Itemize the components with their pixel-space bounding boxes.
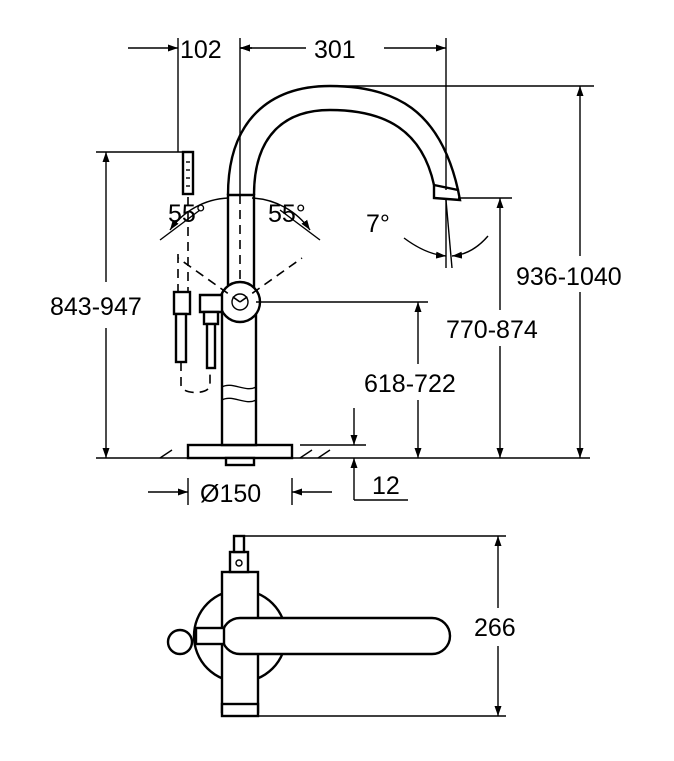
angle-left-arc xyxy=(169,197,229,231)
angle-left-label: 55° xyxy=(168,200,206,228)
diverter-body xyxy=(198,293,224,314)
spout-angle-arc-right xyxy=(451,235,489,259)
dim-150-label: Ø150 xyxy=(200,480,261,508)
handshower-hose xyxy=(180,362,211,394)
plan-spout xyxy=(220,616,452,656)
dim-618-label: 618-722 xyxy=(364,370,456,398)
lever-hub-inner xyxy=(231,293,249,311)
lever-position-right xyxy=(239,257,303,303)
column-break-bottom xyxy=(221,397,257,403)
dim-936-label: 936-1040 xyxy=(516,263,622,291)
dim-102-label: 102 xyxy=(180,36,222,64)
base-plate xyxy=(186,443,294,460)
spout-angle-line xyxy=(445,199,453,269)
plan-connector xyxy=(228,550,250,574)
angle-right-label: 55° xyxy=(268,200,306,228)
handshower-holder xyxy=(172,290,192,316)
dim-843-label: 843-947 xyxy=(50,293,142,321)
spout-angle-arc-left xyxy=(403,237,447,259)
plan-bottom-cap xyxy=(220,702,260,718)
column-break-top xyxy=(221,384,257,390)
base-fixing xyxy=(224,456,256,467)
spout-angle-label: 7° xyxy=(366,210,390,238)
handshower-top xyxy=(181,150,195,196)
spout-outlet xyxy=(432,183,462,202)
plan-diverter xyxy=(194,626,226,646)
spout-outer-curve xyxy=(226,84,460,196)
angle-right-arc xyxy=(251,197,311,231)
dim-266-label: 266 xyxy=(474,614,516,642)
handshower-handle xyxy=(174,312,188,364)
plan-connector-tip xyxy=(232,534,246,554)
floor-hatch xyxy=(159,449,331,459)
plan-view: 266 xyxy=(166,534,516,718)
side-elevation: 102 301 55° 55° 7° 843-947 618-722 770-8… xyxy=(50,36,622,508)
dim-301-label: 301 xyxy=(314,36,356,64)
plan-handshower xyxy=(166,628,194,656)
dim-12-label: 12 xyxy=(372,472,400,500)
diverter-stem xyxy=(205,322,217,370)
spout-inner-curve xyxy=(252,108,436,196)
dim-770-label: 770-874 xyxy=(446,316,538,344)
diverter-knob xyxy=(202,310,220,326)
